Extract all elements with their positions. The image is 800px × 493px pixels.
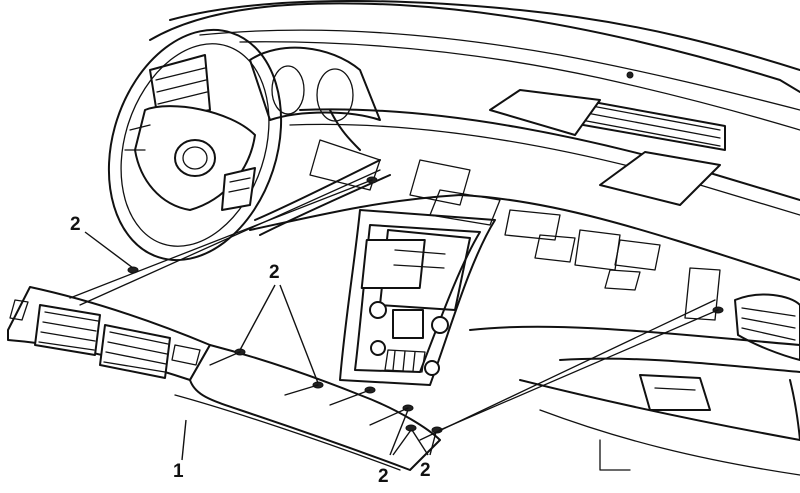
speaker-grille [489,71,721,206]
instrument-cluster [249,46,381,191]
callout-2-bottom-left: 2 [378,466,389,487]
trim-panel-part-1 [7,286,441,471]
steering-wheel [107,28,391,262]
right-air-vent [734,293,800,361]
alignment-lines [69,169,719,441]
callout-2-upper-left: 2 [70,214,81,235]
dashboard-body [149,0,800,476]
callout-2-bottom-right: 2 [420,460,431,481]
center-stack [339,209,496,386]
callout-1: 1 [173,461,184,482]
left-upper-vent [149,54,211,121]
leader-lines [84,231,437,461]
callout-2-middle: 2 [269,262,280,283]
mounting-brackets [409,159,721,321]
